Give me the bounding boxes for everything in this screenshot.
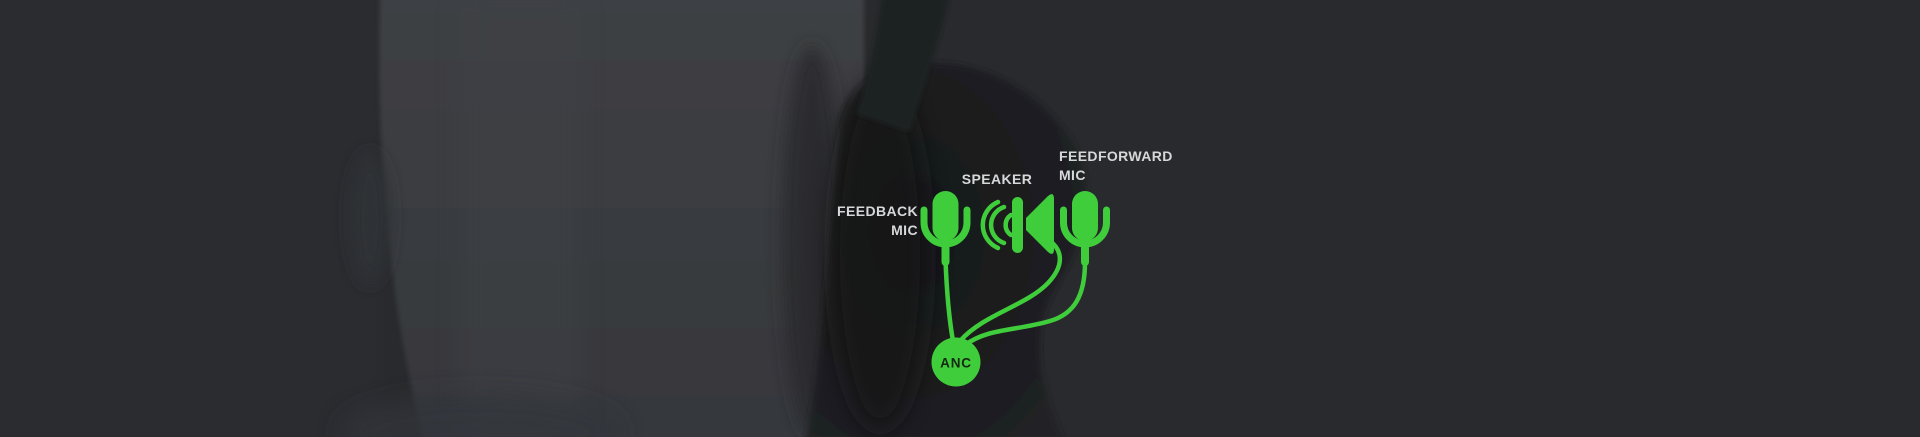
sound-wave-large [980,199,1001,251]
speaker-label: SPEAKER [937,170,1057,189]
feedforward-mic-label-line1: FEEDFORWARD [1059,148,1173,164]
feedforward-mic-icon [1060,191,1110,266]
shoulder-shadow [340,394,620,437]
background-left-panel [0,0,392,437]
feedback-mic-label-line2: MIC [891,222,918,238]
feedforward-mic-label-line2: MIC [1059,167,1086,183]
anc-node-label: ANC [940,356,972,371]
feedforward-mic-label: FEEDFORWARD MIC [1059,147,1219,185]
feedback-mic-wire [943,257,956,344]
ear-shadow [350,152,390,284]
speaker-wire [957,238,1063,344]
headband-strap [856,0,949,132]
feedback-mic-label-line1: FEEDBACK [837,203,918,219]
speaker-icon [980,194,1054,254]
speaker-label-line1: SPEAKER [961,171,1033,187]
sound-wave-small [1003,212,1014,238]
sound-wave-medium [988,204,1007,246]
head-silhouette-highlight [460,0,580,437]
anc-node: ANC [931,337,981,387]
feedback-mic-icon [920,191,971,266]
feedback-mic-label: FEEDBACK MIC [768,202,918,240]
anc-diagram: ANC [920,191,1110,387]
cup-inner-shadow [832,80,928,430]
feedforward-mic-wire [962,259,1088,348]
